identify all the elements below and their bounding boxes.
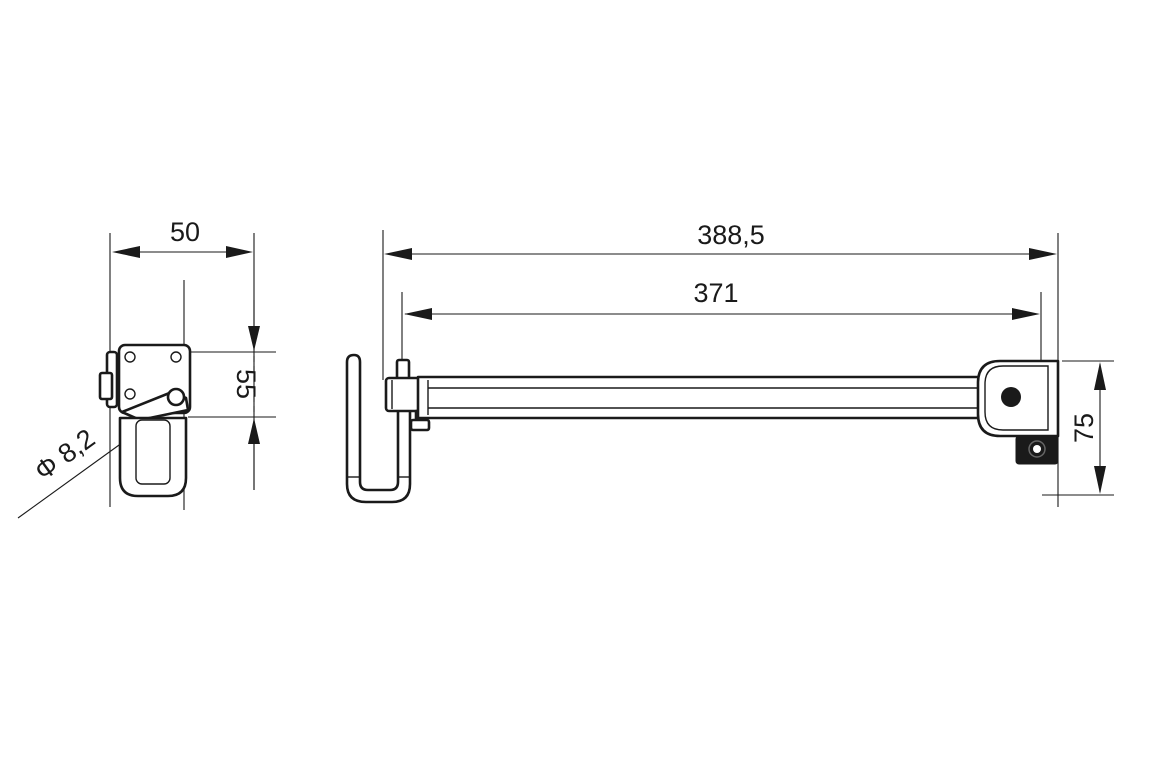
pivot-hole (166, 387, 186, 407)
mount-screw-hole (1033, 445, 1041, 453)
arrowhead-icon (248, 326, 260, 351)
thumb-screw-head (409, 418, 431, 432)
u-hook-inner (135, 419, 171, 485)
screw-hole (124, 388, 136, 400)
dimension-label-width: 50 (170, 217, 200, 247)
side-view: 50 55 Φ 8,2 (17, 217, 276, 519)
arrowhead-icon (404, 308, 432, 320)
dimension-label-overall-length: 388,5 (697, 220, 765, 250)
dimension-label-bracket-height: 75 (1069, 413, 1099, 443)
arrowhead-icon (1094, 362, 1106, 390)
arrowhead-icon (1094, 466, 1106, 494)
mount-screw-ring (1028, 440, 1046, 458)
arrowhead-icon (226, 246, 253, 258)
arrowhead-icon (1029, 248, 1057, 260)
arm-bar (416, 375, 982, 420)
u-hook (345, 353, 412, 504)
arrowhead-icon (1012, 308, 1040, 320)
side-tab-block (98, 371, 114, 401)
screw-hole (170, 351, 182, 363)
arrowhead-icon (248, 418, 260, 444)
dimension-label-arm-length: 371 (693, 278, 738, 308)
front-view: 388,5 371 75 (345, 220, 1114, 507)
dimension-label-diameter: Φ 8,2 (29, 423, 100, 486)
leader-line-diameter (17, 439, 127, 519)
screw-hole (124, 351, 136, 363)
pivot-bracket-inner (984, 365, 1049, 431)
clamp-block (384, 376, 422, 413)
dimension-label-hole-spacing: 55 (231, 369, 261, 399)
pivot-pin (1001, 387, 1021, 407)
arrowhead-icon (384, 248, 412, 260)
arrowhead-icon (112, 246, 140, 258)
